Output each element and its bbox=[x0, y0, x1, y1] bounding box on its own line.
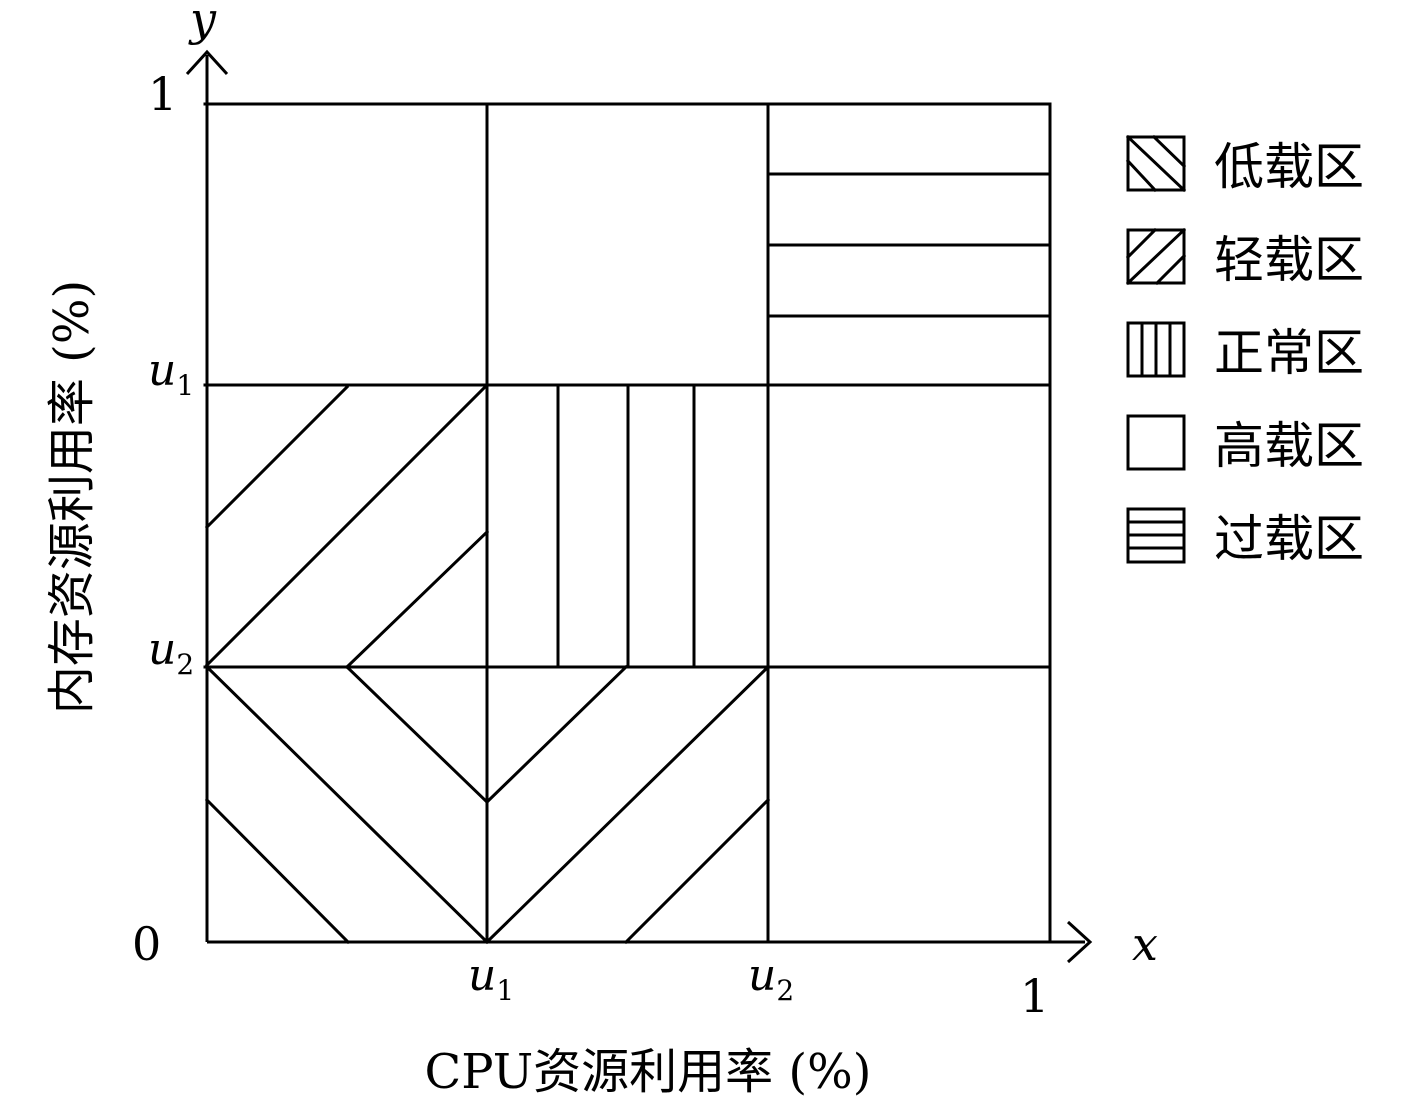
legend-label-normal: 正常区 bbox=[1214, 324, 1364, 382]
y-axis-title: 内存资源利用率 (%) bbox=[44, 280, 100, 714]
axis-labels: x y 0 1 1 u1 u2 u1 u2 CPU资源利用率 (%) 内存资源利… bbox=[44, 0, 1158, 1100]
legend-item-light: 轻载区 bbox=[1125, 227, 1364, 289]
origin-label: 0 bbox=[132, 917, 161, 971]
y-variable-label: y bbox=[188, 0, 217, 46]
x-tick-u1: u1 bbox=[468, 950, 514, 1007]
y-tick-u1: u1 bbox=[148, 345, 194, 402]
legend-item-normal: 正常区 bbox=[1126, 321, 1364, 382]
x-axis-title: CPU资源利用率 (%) bbox=[425, 1044, 872, 1100]
legend-item-low: 低载区 bbox=[1125, 134, 1364, 196]
light-region-hatch bbox=[204, 384, 490, 670]
x-variable-label: x bbox=[1132, 917, 1158, 971]
normal-region-hatch bbox=[556, 383, 696, 669]
x-tick-u2: u2 bbox=[748, 950, 794, 1007]
legend-item-high: 高载区 bbox=[1126, 414, 1364, 475]
x-end-label: 1 bbox=[1020, 969, 1049, 1023]
axes bbox=[185, 49, 1093, 964]
legend-label-over: 过载区 bbox=[1214, 510, 1364, 568]
legend-label-high: 高载区 bbox=[1214, 417, 1364, 475]
legend: 低载区 轻载区 正常区 高载区 过载区 bbox=[1125, 134, 1364, 568]
y-tick-u2: u2 bbox=[148, 624, 194, 681]
legend-item-over: 过载区 bbox=[1126, 507, 1364, 568]
x-axis-arrow bbox=[1066, 920, 1093, 964]
low-region-hatch bbox=[204, 664, 771, 945]
y-axis-arrow bbox=[185, 49, 229, 76]
legend-label-light: 轻载区 bbox=[1214, 231, 1364, 289]
overload-region-hatch bbox=[766, 172, 1052, 318]
y-end-label: 1 bbox=[148, 67, 177, 121]
legend-label-low: 低载区 bbox=[1214, 138, 1364, 196]
empty-swatch bbox=[1126, 414, 1186, 471]
